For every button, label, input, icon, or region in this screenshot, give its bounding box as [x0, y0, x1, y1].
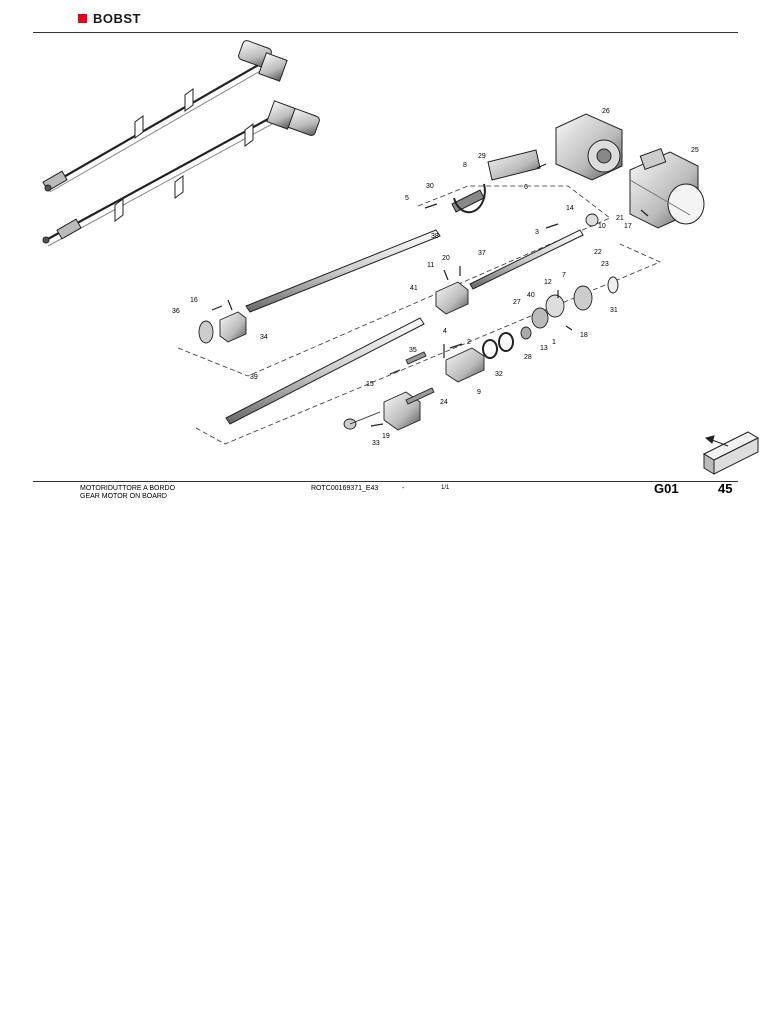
- title-english: GEAR MOTOR ON BOARD: [80, 493, 167, 500]
- sheet-number: 1/1: [441, 485, 450, 491]
- callout-13: 13: [540, 345, 548, 352]
- callout-22: 22: [594, 249, 602, 256]
- title-italian: MOTORIDUTTORE A BORDO: [80, 485, 176, 492]
- callout-31: 31: [610, 307, 618, 314]
- callout-8: 8: [463, 162, 467, 169]
- callout-6: 6: [524, 184, 528, 191]
- callout-17: 17: [624, 223, 632, 230]
- callout-23: 23: [601, 261, 609, 268]
- assembly-boundaries: [177, 185, 662, 445]
- drawing-reference: ROTC00169371_E43: [311, 485, 379, 492]
- page-header: BOBST: [0, 0, 768, 34]
- callout-21: 21: [616, 215, 624, 222]
- logo-square-icon: [78, 14, 87, 23]
- callout-28: 28: [524, 354, 532, 361]
- callout-37: 37: [478, 250, 486, 257]
- callout-38: 38: [431, 233, 439, 240]
- callout-25: 25: [691, 147, 699, 154]
- page-number: 45: [718, 481, 733, 496]
- group-code: G01: [654, 481, 679, 496]
- callout-12: 12: [544, 279, 552, 286]
- callout-1: 1: [552, 339, 556, 346]
- callout-29: 29: [478, 153, 486, 160]
- callout-39: 39: [250, 374, 258, 381]
- exploded-parts-drawing: 1 2 3 4 5 6 7 8 9 10 11 12 13 14 15 16 1…: [42, 40, 760, 475]
- callout-5: 5: [405, 195, 409, 202]
- callout-40: 40: [527, 292, 535, 299]
- callout-labels: 1 2 3 4 5 6 7 8 9 10 11 12 13 14 15 16 1…: [172, 108, 699, 447]
- callout-34: 34: [260, 334, 268, 341]
- overview-assembly: [42, 40, 320, 247]
- header-divider: [33, 32, 738, 33]
- callout-11: 11: [427, 262, 434, 269]
- callout-27: 27: [513, 299, 521, 306]
- callout-32: 32: [495, 371, 503, 378]
- callout-3: 3: [535, 229, 539, 236]
- shafts: [225, 149, 584, 425]
- bobst-logo: BOBST: [78, 11, 141, 26]
- callout-18: 18: [580, 332, 588, 339]
- brand-name: BOBST: [93, 11, 141, 26]
- revision-field: -: [402, 485, 405, 492]
- callout-36: 36: [172, 308, 180, 315]
- callout-35: 35: [409, 347, 417, 354]
- callout-26: 26: [602, 108, 610, 115]
- callout-30: 30: [426, 183, 434, 190]
- component-parts: [198, 183, 619, 431]
- footer-divider: [33, 481, 738, 482]
- orientation-arrow-icon: [702, 431, 760, 475]
- callout-2: 2: [467, 339, 471, 346]
- callout-20: 20: [442, 255, 450, 262]
- callout-9: 9: [477, 389, 481, 396]
- callout-4: 4: [443, 328, 447, 335]
- callout-24: 24: [440, 399, 448, 406]
- callout-7: 7: [562, 272, 566, 279]
- callout-41: 41: [410, 285, 418, 292]
- callout-10: 10: [598, 223, 606, 230]
- drawing-title: MOTORIDUTTORE A BORDO GEAR MOTOR ON BOAR…: [80, 485, 175, 501]
- callout-14: 14: [566, 205, 574, 212]
- callout-15: 15: [366, 381, 374, 388]
- fasteners: [211, 163, 649, 427]
- callout-16: 16: [190, 297, 198, 304]
- callout-19: 19: [382, 433, 390, 440]
- callout-33: 33: [372, 440, 380, 447]
- gear-motor: [555, 113, 705, 229]
